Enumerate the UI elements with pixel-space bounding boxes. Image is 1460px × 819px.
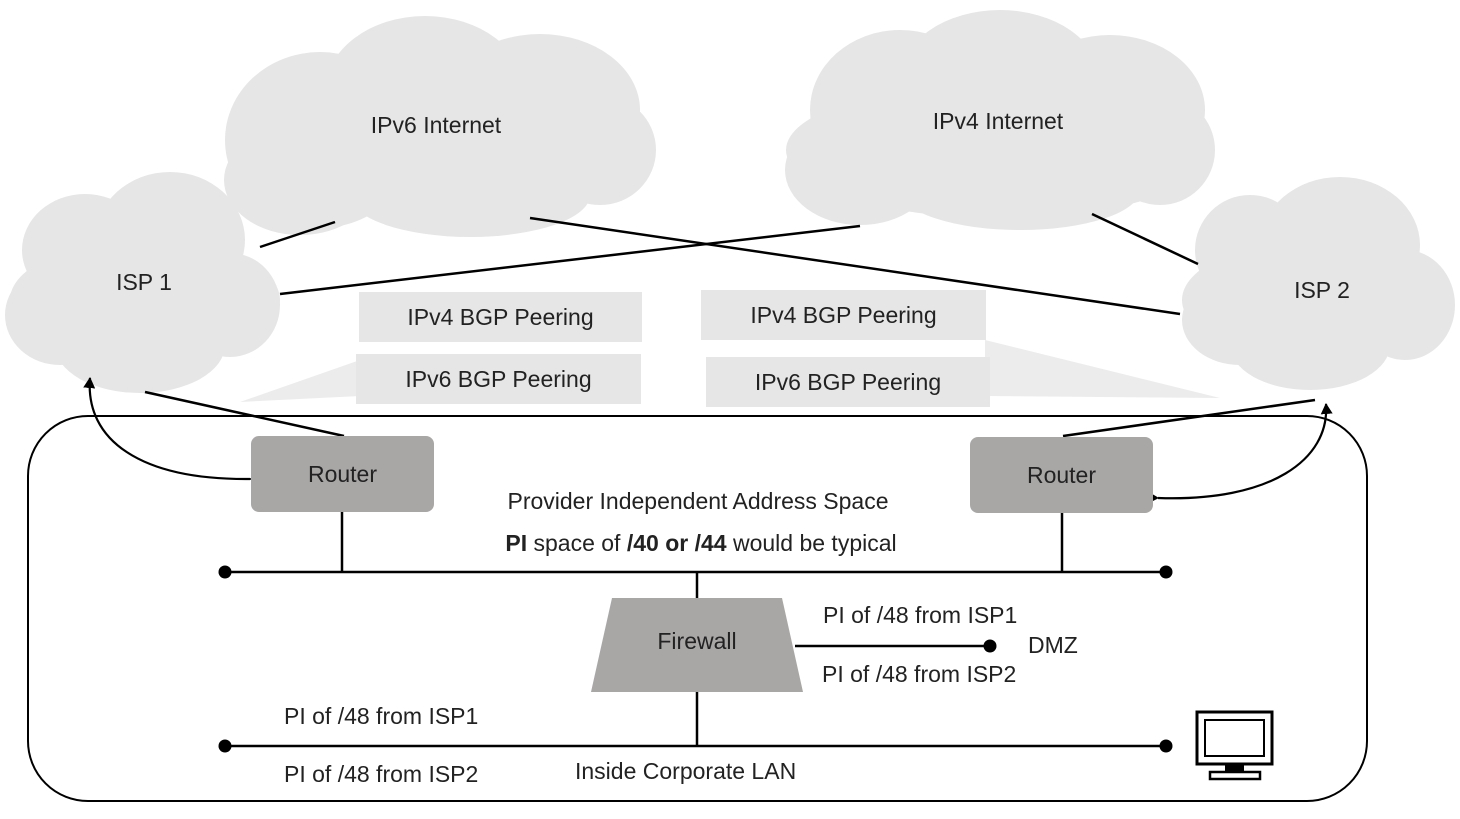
peering-box-right-ipv4: IPv4 BGP Peering [701,290,986,340]
isp1-label: ISP 1 [116,269,172,295]
pi-text-2: would be typical [726,530,897,556]
pi-prefix-bold: /40 or /44 [626,530,727,556]
backbone-end-left [218,565,232,579]
pi-text-1: space of [527,530,627,556]
pi-bold: PI [505,530,528,556]
peering-right-ipv6-label: IPv6 BGP Peering [754,368,942,395]
peering-box-right-ipv6: IPv6 BGP Peering [706,357,990,407]
router-right-uplink [1062,398,1316,438]
peering-left-ipv6-label: IPv6 BGP Peering [405,365,592,392]
lan-end-right [1159,739,1173,753]
ipv6-internet-label: IPv6 Internet [370,112,502,138]
lan-end-left [218,739,232,753]
lan-label: Inside Corporate LAN [575,758,797,784]
peering-left-ipv4-label: IPv4 BGP Peering [407,303,594,330]
ipv4-internet-cloud [785,10,1215,230]
lan-pi-isp1: PI of /48 from ISP1 [284,703,479,729]
peering-links [259,212,1199,316]
isp1-cloud [5,172,280,393]
peering-fan-left [240,360,360,402]
firewall [591,598,803,692]
router-left-uplink [144,390,345,438]
dmz-label: DMZ [1028,632,1078,658]
router-right: Router [970,437,1153,513]
backbone-end-right [1159,565,1173,579]
pi-space-title: Provider Independent Address Space [507,488,889,514]
router-right-label: Router [1026,461,1097,488]
router-left-label: Router [307,460,378,487]
peering-box-left-ipv6: IPv6 BGP Peering [356,354,641,404]
router-left: Router [251,436,434,512]
corporate-boundary [27,415,1368,802]
isp2-label: ISP 2 [1294,277,1350,303]
firewall-label: Firewall [657,628,737,654]
ipv4-internet-label: IPv4 Internet [932,108,1064,134]
dmz-pi-isp1: PI of /48 from ISP1 [823,602,1018,628]
peering-box-left-ipv4: IPv4 BGP Peering [359,292,642,342]
lan-pi-isp2: PI of /48 from ISP2 [284,761,479,787]
isp1-router-arrow [83,377,261,485]
isp2-cloud [1182,177,1455,390]
dmz-pi-isp2: PI of /48 from ISP2 [822,661,1017,687]
peering-right-ipv4-label: IPv4 BGP Peering [750,301,937,328]
monitor-icon [1195,710,1274,781]
isp2-router-arrow [1147,403,1333,504]
pi-space-note: PI space of /40 or /44 would be typical [505,530,896,557]
peering-fan-right [985,340,1220,398]
ipv6-internet-cloud [224,16,656,237]
dmz-endpoint [983,639,997,653]
